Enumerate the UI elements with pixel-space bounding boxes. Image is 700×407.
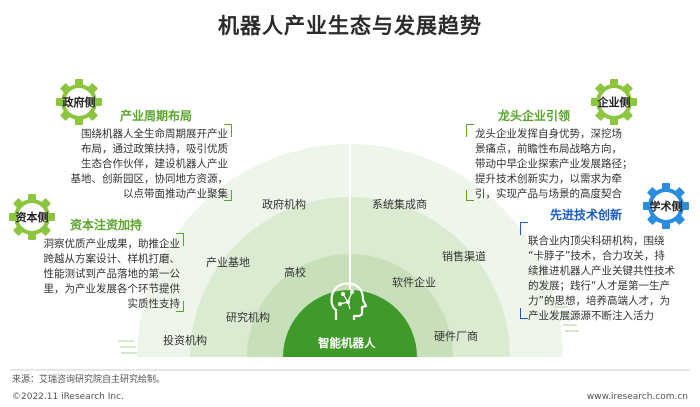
academic-tag: 学术侧 [649,200,683,213]
capital-tag: 资本侧 [15,211,49,224]
gov-text: 围绕机器人全生命周期展开产业布局，通过政策扶持，吸引优质生态合作伙伴，建设机器人… [70,128,229,200]
page-title: 机器人产业生态与发展趋势 [218,14,482,38]
capital-heading: 资本注资加持 [70,218,143,232]
gear-icon [56,79,102,125]
arc-label-investment: 投资机构 [163,334,207,347]
arc-label-software: 软件企业 [392,276,436,289]
center-disc [283,290,417,357]
copyright: ©2022.11 iResearch Inc. [12,392,124,402]
arc-label-university: 高校 [284,266,306,279]
ai-head-icon [330,282,368,320]
arc-label-hardware: 硬件厂商 [434,330,478,343]
enterprise-text: 龙头企业发挥自身优势，深挖场景痛点，前瞻性布局战略方向，带动中早企业探索产业发展… [475,128,633,200]
gear-icon [591,79,637,125]
gov-heading: 产业周期布局 [120,109,193,123]
arc-label-integrator: 系统集成商 [372,198,427,211]
gear-icon [9,194,55,240]
enterprise-tag: 企业侧 [597,96,631,109]
arc-label-government: 政府机构 [262,198,306,211]
capital-text: 洞察优质产业成果，助推企业跨越从方案设计、样机打磨、性能测试到产品落地的第一公里… [43,238,181,310]
arc-label-industrial-base: 产业基地 [206,256,250,269]
gov-bracket [224,124,232,137]
source-note: 来源：艾瑞咨询研究院自主研究绘制。 [12,375,166,385]
center-label: 智能机器人 [318,336,376,350]
gear-icon [643,183,689,229]
decorative-ticks [548,300,579,332]
arc-label-sales-channel: 销售渠道 [442,250,486,263]
academic-heading: 先进技术创新 [550,208,623,222]
website: www.iresearch.com.cn [586,392,688,402]
arc-label-research: 研究机构 [226,311,270,324]
gov-tag: 政府侧 [62,96,96,109]
enterprise-heading: 龙头企业引领 [498,109,571,123]
academic-text: 联合业内顶尖科研机构，围绕“卡脖子”技术，合力攻关，持续推进机器人产业关键共性技… [528,235,675,322]
